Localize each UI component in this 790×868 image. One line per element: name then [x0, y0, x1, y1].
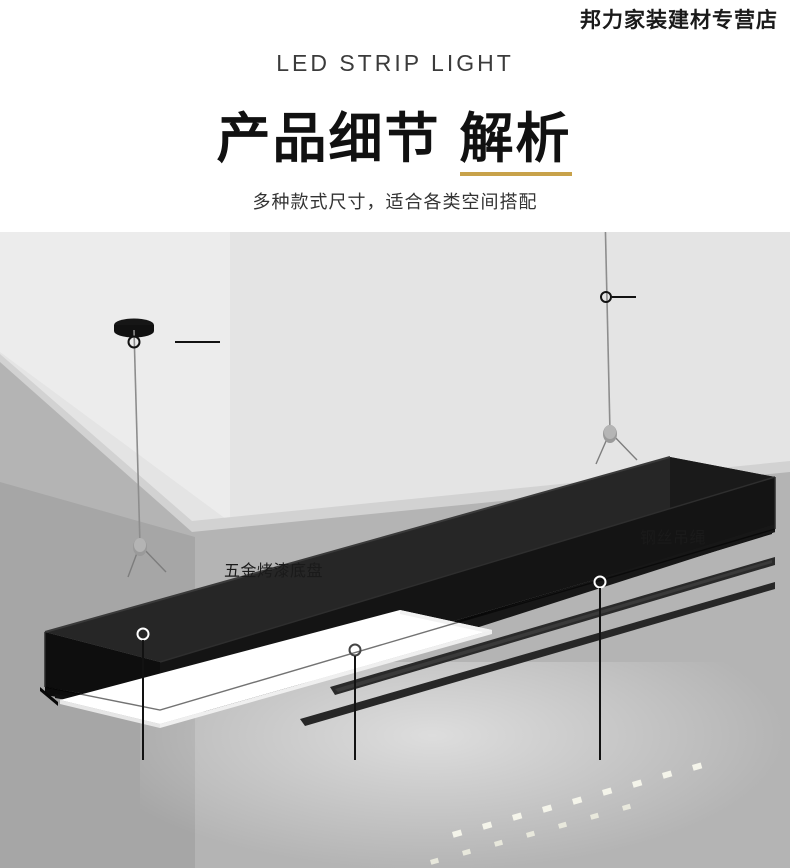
callout-hardware-base: 五金烤漆底盘: [224, 563, 324, 580]
shop-name: 邦力家装建材专营店: [580, 9, 778, 32]
sub-title: 多种款式尺寸，适合各类空间搭配: [252, 192, 538, 212]
page-title-part1: 产品细节: [216, 109, 458, 169]
page-title: 产品细节 解析: [0, 94, 790, 176]
product-photo: 钢丝吊绳 五金烤漆底盘 铁艺烤漆边框 优质柔光面罩 优质LED光源: [0, 232, 790, 868]
page-title-accent: 解析: [458, 94, 574, 176]
callout-steel-rope: 钢丝吊绳: [640, 530, 707, 547]
english-title: LED STRIP LIGHT: [276, 50, 514, 76]
light-glow: [140, 662, 790, 868]
